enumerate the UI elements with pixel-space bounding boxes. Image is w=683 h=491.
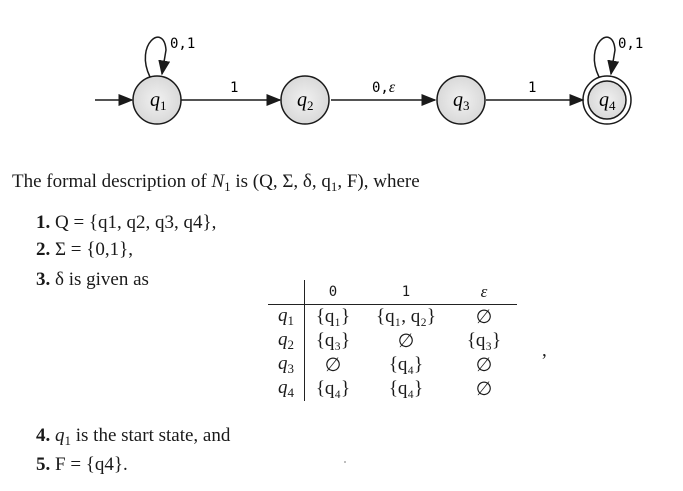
label-loop-q1: 0,1 bbox=[170, 36, 195, 52]
label-q3-q4: 1 bbox=[528, 80, 536, 96]
table-row: q2 {q₃} ∅ {q₃} bbox=[268, 329, 517, 353]
states-set: Q = {q1, q2, q3, q4}, bbox=[55, 212, 217, 233]
state-q3: q3 bbox=[436, 75, 486, 125]
transition-table: 0 1 ε q1 {q₁} {q₁, q₂} ∅ q2 {q₃} ∅ {q₃} … bbox=[268, 280, 517, 401]
state-q2: q2 bbox=[280, 75, 330, 125]
table-row: q1 {q₁} {q₁, q₂} ∅ bbox=[268, 304, 517, 329]
col-header-eps: ε bbox=[480, 282, 488, 301]
svg-text:q3: q3 bbox=[453, 89, 470, 113]
label-q2-q3: 0,ε bbox=[372, 79, 396, 96]
item-accept-states: 5. F = {q4}. bbox=[36, 454, 128, 475]
svg-text:q1: q1 bbox=[150, 89, 167, 113]
table-trailing-comma: , bbox=[542, 340, 547, 361]
svg-text:q4: q4 bbox=[599, 89, 616, 113]
speck bbox=[344, 461, 346, 463]
label-loop-q4: 0,1 bbox=[618, 36, 643, 52]
col-header-0: 0 bbox=[328, 284, 338, 300]
loop-q1 bbox=[144, 36, 171, 78]
table-row: q4 {q₄} {q₄} ∅ bbox=[268, 377, 517, 401]
label-q1-q2: 1 bbox=[230, 80, 238, 96]
svg-text:q2: q2 bbox=[297, 89, 314, 113]
state-q4-accept: q4 bbox=[582, 75, 632, 125]
col-header-1: 1 bbox=[401, 284, 411, 300]
loop-q4 bbox=[593, 36, 620, 78]
formal-description-intro: The formal description of N1 is (Q, Σ, δ… bbox=[12, 171, 420, 194]
state-q1: q1 bbox=[132, 75, 182, 125]
table-row: q3 ∅ {q₄} ∅ bbox=[268, 353, 517, 377]
nfa-diagram: q1 q2 q3 q4 0,1 1 0,ε 1 0,1 bbox=[95, 36, 643, 125]
item-states: 1. Q = {q1, q2, q3, q4}, bbox=[36, 212, 217, 233]
item-start-state: 4. q1 is the start state, and bbox=[36, 425, 231, 448]
item-alphabet: 2. Σ = {0,1}, bbox=[36, 239, 134, 260]
item-transition: 3. δ is given as bbox=[36, 269, 149, 290]
